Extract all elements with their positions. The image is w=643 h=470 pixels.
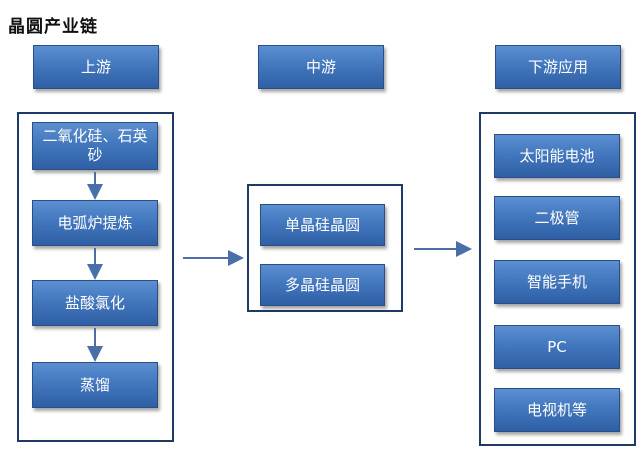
downstream-header: 下游应用 bbox=[495, 45, 621, 89]
downstream-item-pc: PC bbox=[494, 325, 620, 369]
midstream-frame bbox=[247, 184, 403, 312]
upstream-step-distillation: 蒸馏 bbox=[32, 362, 158, 408]
downstream-item-smartphone: 智能手机 bbox=[494, 260, 620, 304]
page-title: 晶圆产业链 bbox=[8, 17, 98, 37]
midstream-item-monocrystalline: 单晶硅晶圆 bbox=[260, 204, 385, 246]
midstream-item-polycrystalline: 多晶硅晶圆 bbox=[260, 264, 385, 306]
upstream-header: 上游 bbox=[33, 45, 159, 89]
upstream-step-silica: 二氧化硅、石英砂 bbox=[32, 122, 158, 170]
downstream-frame bbox=[479, 112, 636, 446]
downstream-item-solar-cell: 太阳能电池 bbox=[494, 134, 620, 178]
upstream-step-arc-furnace: 电弧炉提炼 bbox=[32, 200, 158, 246]
downstream-item-diode: 二极管 bbox=[494, 196, 620, 240]
upstream-step-hcl-chlorination: 盐酸氯化 bbox=[32, 280, 158, 326]
midstream-header: 中游 bbox=[258, 45, 384, 89]
downstream-item-tv: 电视机等 bbox=[494, 388, 620, 432]
upstream-frame bbox=[17, 112, 174, 442]
